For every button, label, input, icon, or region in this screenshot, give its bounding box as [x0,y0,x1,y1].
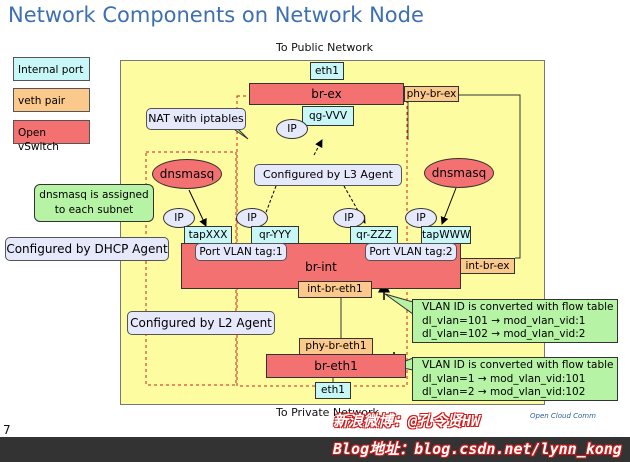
int-br-eth1-veth: int-br-eth1 [298,281,372,298]
dnsmasq-left: dnsmasq [152,159,222,189]
page-number: 7 [3,423,11,437]
legend-internal-port: Internal port [13,57,90,81]
br-eth1-bridge: br-eth1 [266,354,406,378]
private-network-label: To Private Network [276,406,379,419]
legend-open-vswitch: Open vSwitch [13,120,90,153]
qr-yyy-ip-address: IP [236,208,268,228]
weibo-watermark: 新浪微博：@孔令贤HW [333,412,481,430]
legend-veth-pair: veth pair [13,88,90,112]
vlan-callout-lower-line3: dl_vlan=2 → mod_vlan_vid:102 [422,386,586,398]
qr-zzz-ip-address: IP [333,208,365,228]
vlan-callout-upper-line2: dl_vlan=101 → mod_vlan_vid:1 [422,314,586,327]
qr-zzz-port: qr-ZZZ [350,226,398,244]
page-title: Network Components on Network Node [8,3,424,27]
dnsmasq-callout-line2: to each subnet [54,204,134,216]
dnsmasq-callout: dnsmasq is assigned to each subnet [34,184,154,222]
vlan-callout-lower: VLAN ID is converted with flow table dl_… [412,357,618,401]
dnsmasq-right: dnsmasq [424,158,494,188]
eth1-bottom-port: eth1 [315,382,351,399]
vlan-tag-1-note: Port VLAN tag:1 [195,243,287,261]
nat-callout: NAT with iptables [146,108,246,130]
qr-yyy-port: qr-YYY [251,226,299,244]
qg-ip-address: IP [276,119,308,139]
tapxxx-port: tapXXX [184,226,232,244]
vlan-tag-2-note: Port VLAN tag:2 [365,243,457,261]
tapxxx-ip-address: IP [163,208,195,228]
vlan-callout-upper-line1: VLAN ID is converted with flow table [422,301,614,313]
open-cloud-logo: Open Cloud Comm [530,412,596,420]
tapwww-port: tapWWW [421,226,471,244]
l3-agent-note: Configured by L3 Agent [254,164,402,186]
br-ex-bridge: br-ex [249,83,404,105]
public-network-label: To Public Network [276,41,374,54]
vlan-callout-upper: VLAN ID is converted with flow table dl_… [412,299,618,343]
phy-br-ex-veth: phy-br-ex [404,86,459,102]
tapwww-ip-address: IP [405,208,437,228]
vlan-callout-lower-line2: dl_vlan=1 → mod_vlan_vid:101 [422,372,586,385]
vlan-callout-upper-line3: dl_vlan=102 → mod_vlan_vid:2 [422,328,586,340]
dhcp-agent-note: Configured by DHCP Agent [5,237,169,261]
footer-bar [0,437,630,462]
vlan-callout-lower-line1: VLAN ID is converted with flow table [422,359,614,371]
blog-watermark: Blog地址：blog.csdn.net/lynn_kong [333,440,622,458]
dnsmasq-callout-line1: dnsmasq is assigned [39,189,149,201]
eth1-top-port: eth1 [310,62,344,80]
qg-port: qg-VVV [302,106,354,126]
phy-br-eth1-veth: phy-br-eth1 [299,338,373,355]
l2-agent-note: Configured by L2 Agent [127,311,275,335]
int-br-ex-veth: int-br-ex [460,258,515,274]
